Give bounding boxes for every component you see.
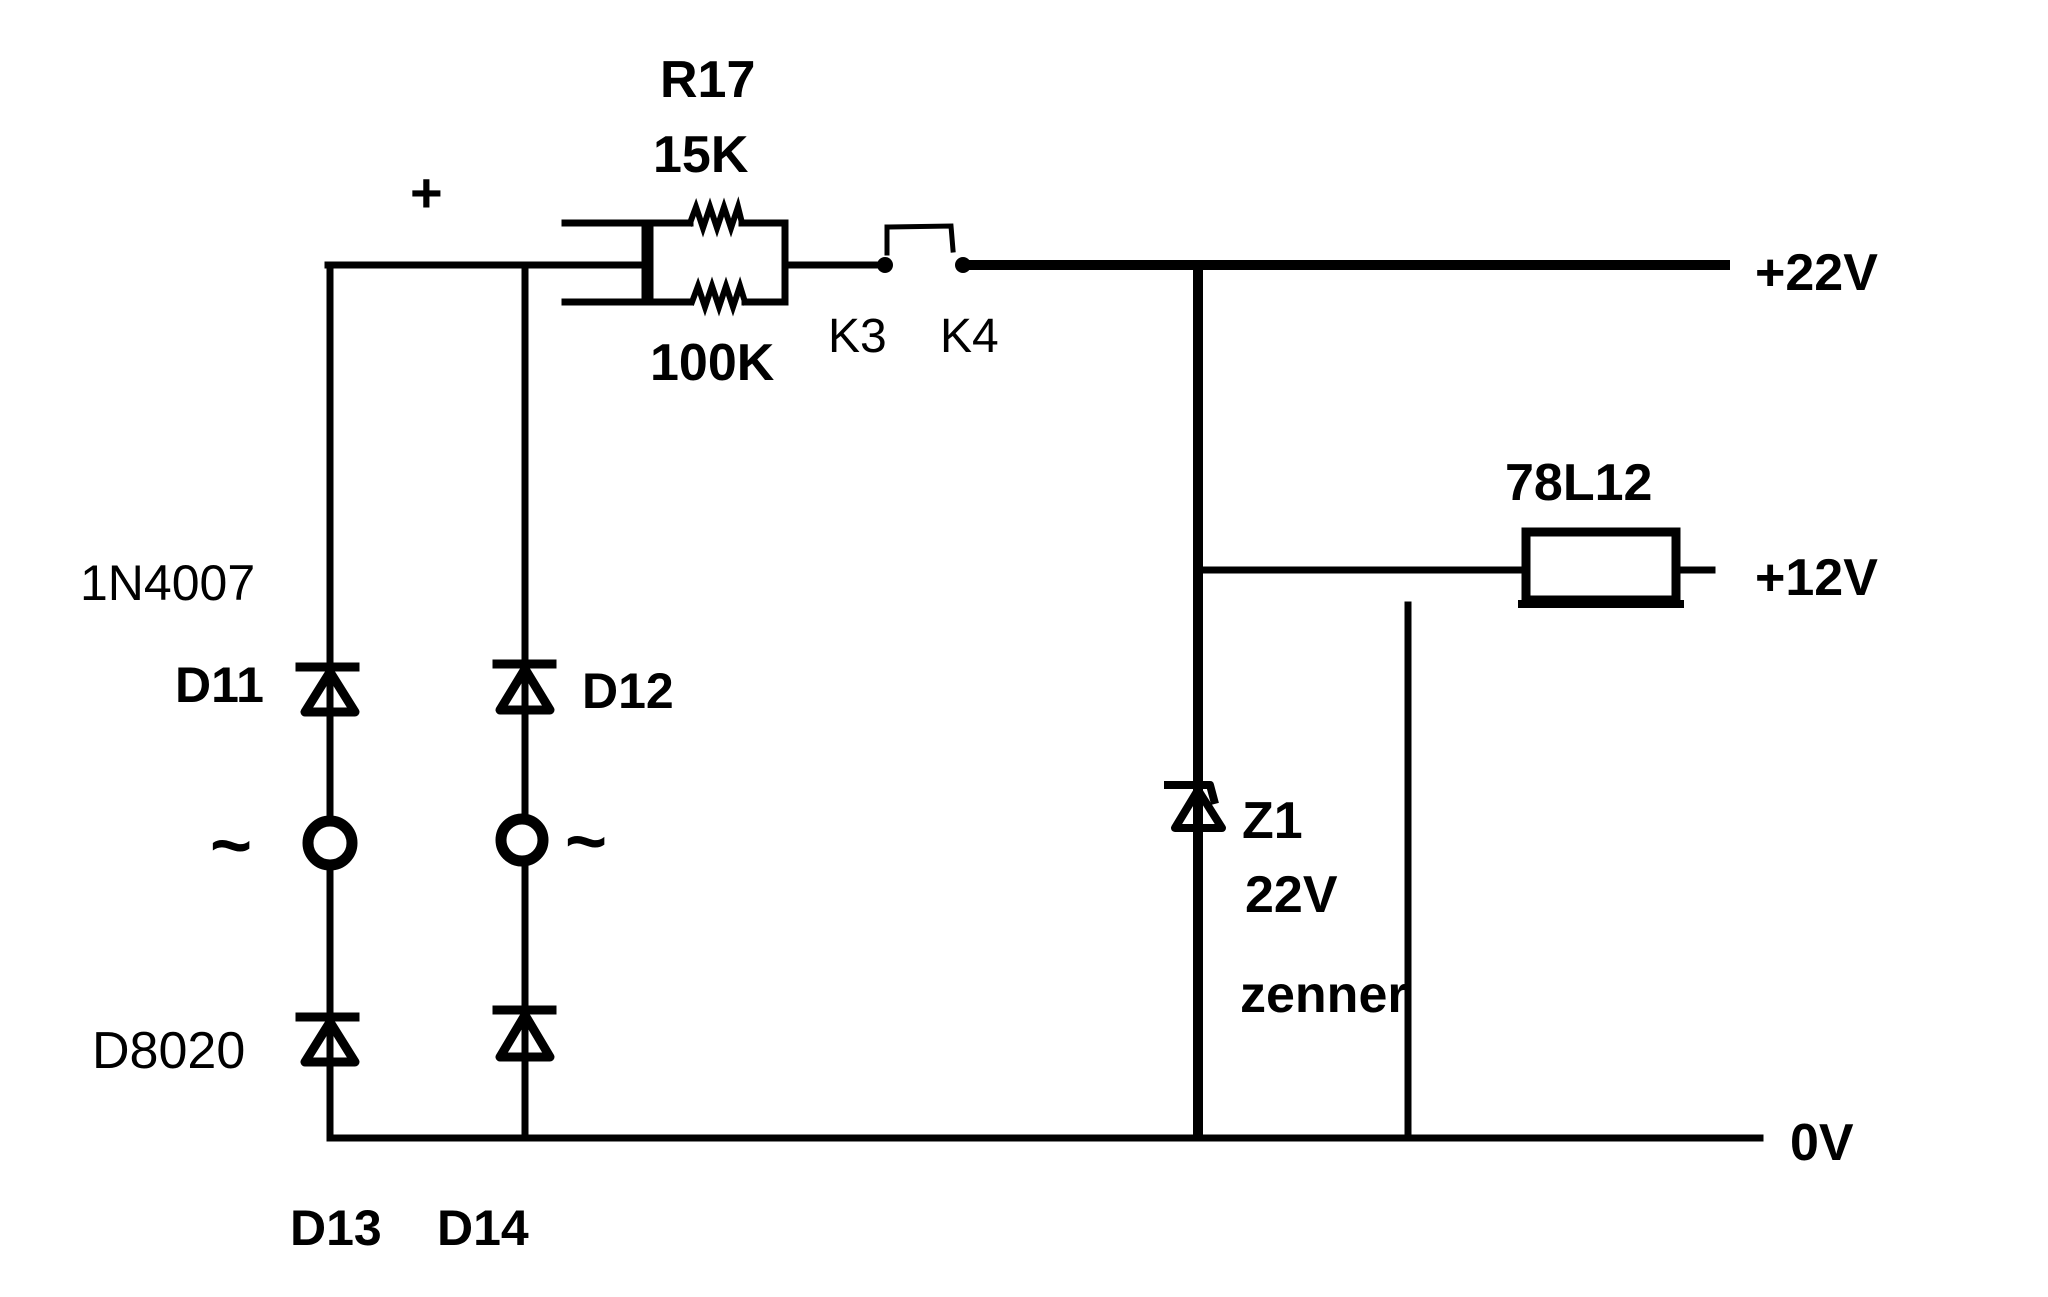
resistor-r17: R17 15K 100K (561, 51, 789, 392)
regulator-body-icon (1521, 527, 1681, 605)
diode-d12-triangle-icon (495, 664, 555, 715)
resistor-parallel-frame-left (561, 219, 649, 306)
diode-d14-label: D14 (437, 1200, 529, 1256)
resistor-frame (646, 219, 789, 306)
rail-0v-label: 0V (1790, 1114, 1854, 1172)
ac-terminal-left-icon[interactable] (302, 815, 358, 871)
contact-k4-label: K4 (940, 310, 999, 363)
diode-d14-triangle-icon (495, 1010, 555, 1062)
zener-z1-triangle-icon (1171, 786, 1226, 832)
ac-left-label: ~ (210, 806, 252, 886)
ac-terminal-right-icon[interactable] (495, 813, 549, 867)
diode-d11-triangle-icon (300, 667, 360, 717)
resistor-15k-zigzag-icon (686, 196, 746, 238)
diode-d11-label: D11 (175, 657, 264, 713)
rail-22v-label: +22V (1755, 244, 1878, 302)
diode-part-bottom-label: D8020 (92, 1022, 245, 1080)
zener-note-label: zenner (1240, 966, 1408, 1024)
bridge-leg-right (492, 261, 557, 1142)
diode-d12 (492, 659, 557, 715)
diode-part-top-label: 1N4007 (80, 555, 255, 611)
diode-d13-triangle-icon (300, 1017, 360, 1067)
contact-k3-dot-icon[interactable] (877, 257, 893, 273)
plus-sign-label: + (410, 161, 443, 224)
rail-12v-label: +12V (1755, 549, 1878, 607)
zener-designator-label: Z1 (1242, 792, 1303, 850)
diode-d13 (295, 1012, 360, 1067)
ac-right-label: ~ (565, 802, 607, 882)
contact-k4-dot-icon[interactable] (955, 257, 971, 273)
contact-k3-label: K3 (828, 310, 887, 363)
jumper-link-icon (884, 223, 956, 256)
resistor-value-bottom-label: 100K (650, 334, 775, 392)
diode-d13-label: D13 (290, 1200, 382, 1256)
contacts-k3-k4[interactable]: K3 K4 (828, 223, 999, 363)
resistor-100k-zigzag-icon (688, 276, 749, 317)
resistor-designator-label: R17 (660, 51, 755, 109)
zener-z1 (1164, 260, 1226, 1135)
regulator-78l12 (1194, 527, 1716, 1142)
resistor-value-top-label: 15K (653, 126, 749, 184)
diode-d12-label: D12 (582, 663, 674, 719)
diode-d14 (492, 1005, 557, 1062)
bridge-leg-left (295, 261, 360, 1142)
diode-d11 (295, 662, 360, 717)
regulator-label: 78L12 (1505, 454, 1652, 512)
zener-z1-cathode-bar-icon (1164, 781, 1219, 805)
zener-voltage-label: 22V (1245, 866, 1338, 924)
